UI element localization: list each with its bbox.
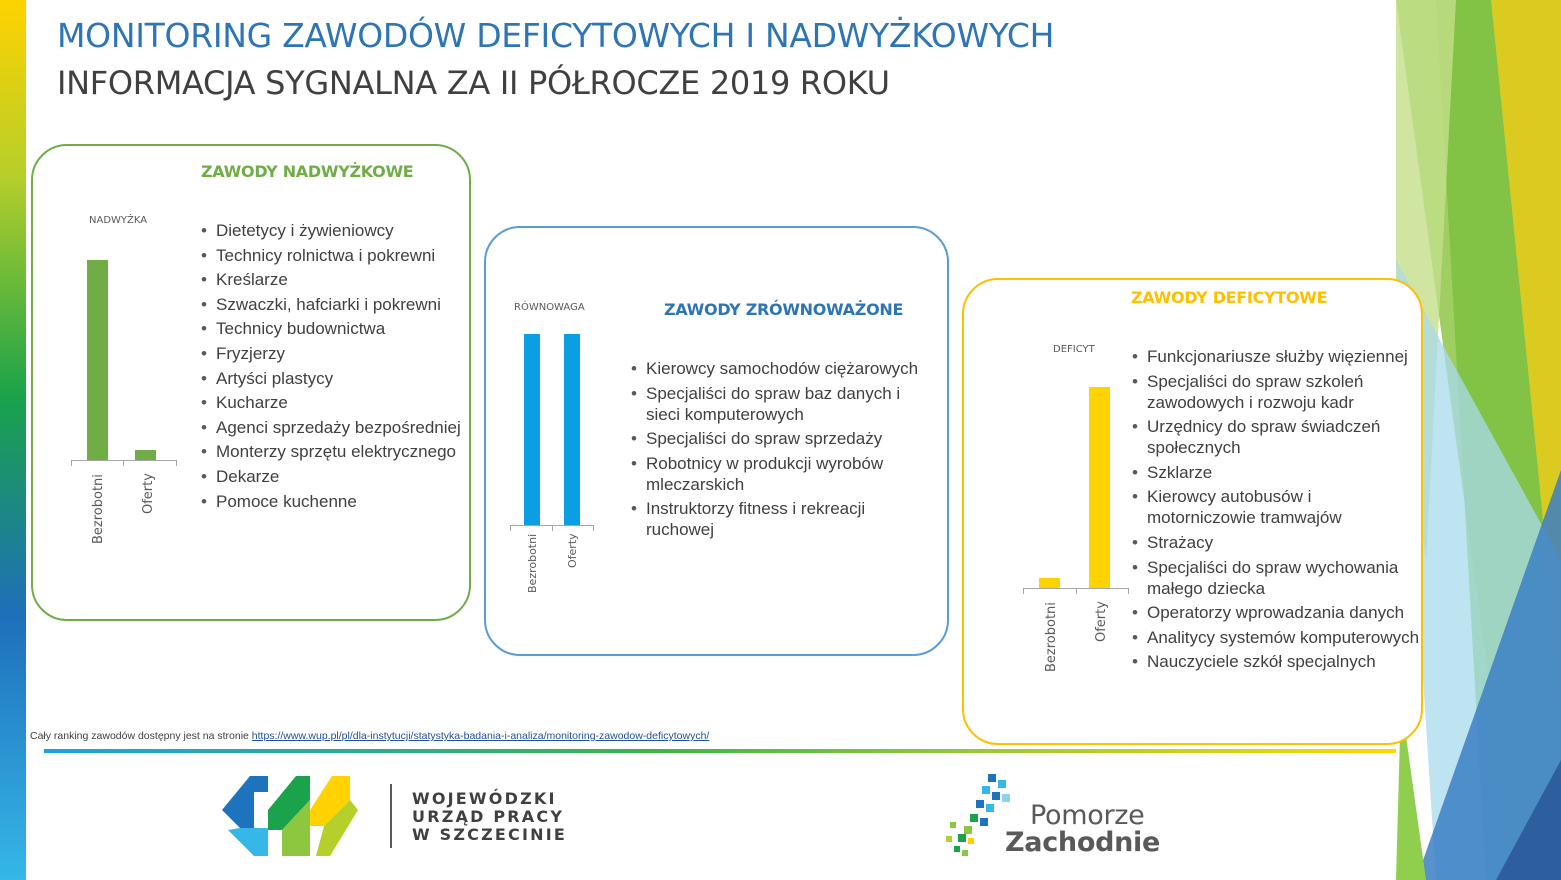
balanced-chart: Bezrobotni Oferty bbox=[510, 328, 600, 593]
bar-bezrobotni bbox=[1039, 578, 1060, 588]
list-item: Technicy budownictwa bbox=[201, 318, 466, 339]
list-item: Nauczyciele szkół specjalnych bbox=[1132, 651, 1422, 672]
list-item: Funkcjonariusze służby więziennej bbox=[1132, 346, 1422, 367]
list-item: Pomoce kuchenne bbox=[201, 491, 466, 512]
surplus-chart: Bezrobotni Oferty bbox=[71, 254, 181, 544]
list-item: Dietetycy i żywieniowcy bbox=[201, 220, 466, 241]
list-item: Szklarze bbox=[1132, 462, 1422, 483]
page-subtitle: INFORMACJA SYGNALNA ZA II PÓŁROCZE 2019 … bbox=[57, 64, 890, 102]
list-item: Kierowcy autobusów i motorniczowie tramw… bbox=[1132, 486, 1422, 528]
balanced-list: Kierowcy samochodów ciężarowych Specjali… bbox=[631, 358, 931, 544]
surplus-list: Dietetycy i żywieniowcy Technicy rolnict… bbox=[201, 220, 466, 515]
panel-heading: ZAWODY DEFICYTOWE bbox=[1131, 288, 1328, 307]
left-color-strip bbox=[0, 0, 26, 880]
category-label-bezrobotni: Bezrobotni bbox=[526, 533, 539, 593]
axis-tick bbox=[593, 525, 594, 531]
footnote-text: Cały ranking zawodów dostępny jest na st… bbox=[30, 730, 249, 742]
category-label-bezrobotni: Bezrobotni bbox=[1044, 602, 1059, 672]
list-item: Dekarze bbox=[201, 466, 466, 487]
list-item: Agenci sprzedaży bezpośredniej bbox=[201, 417, 466, 438]
axis-tick bbox=[71, 460, 72, 466]
chart-title: DEFICYT bbox=[1053, 344, 1095, 355]
list-item: Strażacy bbox=[1132, 532, 1422, 553]
category-label-oferty: Oferty bbox=[1094, 601, 1109, 642]
panel-surplus: ZAWODY NADWYŻKOWE NADWYŻKA Bezrobotni Of… bbox=[31, 144, 471, 621]
pomorze-logo-text-2: Zachodnie bbox=[1005, 827, 1160, 858]
deficit-chart: Bezrobotni Oferty bbox=[1023, 380, 1133, 672]
list-item: Artyści plastycy bbox=[201, 368, 466, 389]
wup-logo-line: W SZCZECINIE bbox=[412, 825, 567, 844]
panel-heading: ZAWODY ZRÓWNOWAŻONE bbox=[664, 300, 904, 319]
wup-logo-line: URZĄD PRACY bbox=[412, 807, 565, 826]
axis-tick bbox=[123, 460, 124, 466]
axis-tick bbox=[552, 525, 553, 531]
wup-logo-line: WOJEWÓDZKI bbox=[412, 789, 557, 808]
axis-tick bbox=[176, 460, 177, 466]
list-item: Analitycy systemów komputerowych bbox=[1132, 627, 1422, 648]
bar-oferty bbox=[135, 450, 156, 460]
wup-logo-text: WOJEWÓDZKI URZĄD PRACY W SZCZECINIE bbox=[412, 790, 567, 844]
x-axis bbox=[71, 460, 177, 461]
wup-logo-icon bbox=[222, 776, 358, 856]
axis-tick bbox=[510, 525, 511, 531]
axis-tick bbox=[1076, 588, 1077, 594]
footer-divider bbox=[44, 749, 1396, 753]
footnote: Cały ranking zawodów dostępny jest na st… bbox=[30, 730, 709, 742]
axis-tick bbox=[1023, 588, 1024, 594]
pomorze-zachodnie-logo-icon bbox=[946, 774, 1010, 856]
bar-bezrobotni bbox=[87, 260, 108, 460]
list-item: Robotnicy w produkcji wyrobów mleczarski… bbox=[631, 453, 931, 495]
list-item: Specjaliści do spraw szkoleń zawodowych … bbox=[1132, 371, 1422, 413]
bar-oferty bbox=[564, 334, 580, 525]
list-item: Technicy rolnictwa i pokrewni bbox=[201, 245, 466, 266]
bar-bezrobotni bbox=[524, 334, 540, 525]
chart-title: RÓWNOWAGA bbox=[514, 302, 585, 313]
list-item: Kucharze bbox=[201, 392, 466, 413]
panel-heading: ZAWODY NADWYŻKOWE bbox=[201, 162, 414, 181]
axis-tick bbox=[1128, 588, 1129, 594]
bar-oferty bbox=[1089, 387, 1110, 588]
chart-title: NADWYŻKA bbox=[89, 215, 148, 226]
list-item: Kierowcy samochodów ciężarowych bbox=[631, 358, 931, 379]
page-title: MONITORING ZAWODÓW DEFICYTOWYCH I NADWYŻ… bbox=[57, 16, 1055, 55]
list-item: Operatorzy wprowadzania danych bbox=[1132, 602, 1422, 623]
logo-separator bbox=[390, 784, 392, 848]
list-item: Urzędnicy do spraw świadczeń społecznych bbox=[1132, 416, 1422, 458]
pomorze-logo-text-1: Pomorze bbox=[1030, 800, 1145, 831]
category-label-bezrobotni: Bezrobotni bbox=[91, 474, 106, 544]
list-item: Fryzjerzy bbox=[201, 343, 466, 364]
deficit-list: Funkcjonariusze służby więziennej Specja… bbox=[1132, 346, 1422, 676]
category-label-oferty: Oferty bbox=[141, 473, 156, 514]
list-item: Specjaliści do spraw wychowania małego d… bbox=[1132, 557, 1422, 599]
list-item: Kreślarze bbox=[201, 269, 466, 290]
panel-balanced: ZAWODY ZRÓWNOWAŻONE RÓWNOWAGA Bezrobotni… bbox=[484, 226, 949, 656]
category-label-oferty: Oferty bbox=[566, 533, 579, 568]
ranking-link[interactable]: https://www.wup.pl/pl/dla-instytucji/sta… bbox=[251, 730, 710, 742]
list-item: Monterzy sprzętu elektrycznego bbox=[201, 441, 466, 462]
list-item: Specjaliści do spraw sprzedaży bbox=[631, 428, 931, 449]
panel-deficit: ZAWODY DEFICYTOWE DEFICYT Bezrobotni Ofe… bbox=[962, 278, 1423, 745]
list-item: Szwaczki, hafciarki i pokrewni bbox=[201, 294, 466, 315]
list-item: Specjaliści do spraw baz danych i sieci … bbox=[631, 383, 931, 425]
list-item: Instruktorzy fitness i rekreacji ruchowe… bbox=[631, 498, 931, 540]
